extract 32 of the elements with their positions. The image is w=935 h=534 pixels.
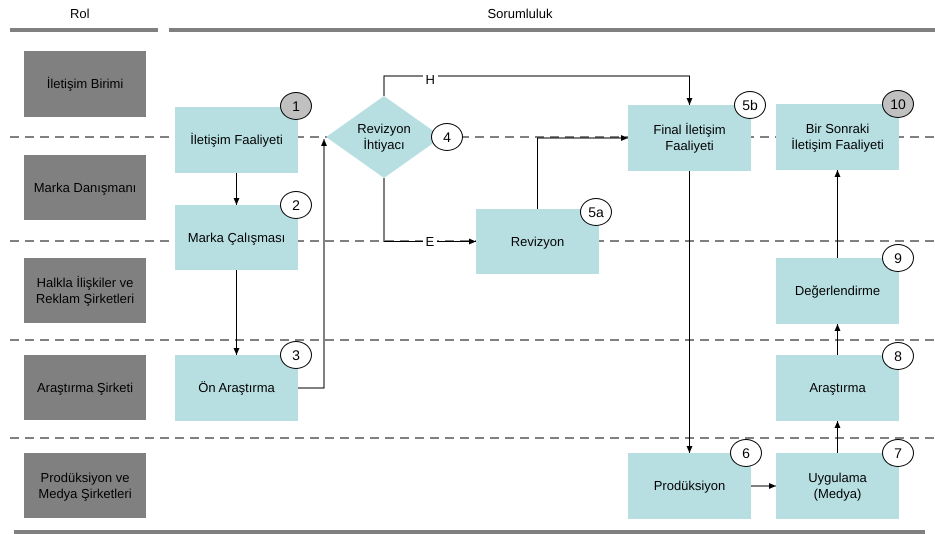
role-box: Prodüksiyon ve Medya Şirketleri bbox=[24, 453, 146, 518]
arrow bbox=[537, 135, 628, 210]
edge-label: H bbox=[422, 73, 438, 87]
edge-label: E bbox=[422, 234, 438, 248]
arrow bbox=[834, 324, 840, 356]
arrow bbox=[234, 172, 240, 206]
arrow bbox=[686, 170, 692, 454]
step-number: 1 bbox=[280, 92, 312, 120]
step-number: 5b bbox=[734, 91, 766, 119]
step-number: 8 bbox=[882, 342, 914, 370]
decision-label: Revizyon İhtiyacı bbox=[356, 121, 412, 153]
arrow bbox=[750, 483, 776, 489]
arrow bbox=[834, 170, 840, 258]
column-header: Sorumluluk bbox=[488, 6, 553, 21]
step-number: 10 bbox=[882, 90, 914, 118]
column-header: Rol bbox=[70, 6, 90, 21]
step-number: 4 bbox=[431, 123, 463, 151]
arrow bbox=[834, 420, 840, 454]
arrow bbox=[384, 76, 692, 106]
role-box: Araştırma Şirketi bbox=[24, 355, 146, 420]
step-number: 6 bbox=[730, 439, 762, 467]
arrow bbox=[384, 178, 476, 244]
step-number: 7 bbox=[882, 439, 914, 467]
role-box: Marka Danışmanı bbox=[24, 155, 146, 220]
arrow bbox=[234, 270, 240, 356]
arrow bbox=[298, 138, 327, 388]
role-box: İletişim Birimi bbox=[24, 51, 146, 117]
step-number: 9 bbox=[882, 244, 914, 272]
step-number: 2 bbox=[280, 191, 312, 219]
role-box: Halkla İlişkiler ve Reklam Şirketleri bbox=[24, 258, 146, 323]
step-number: 5a bbox=[580, 198, 612, 226]
step-number: 3 bbox=[280, 341, 312, 369]
